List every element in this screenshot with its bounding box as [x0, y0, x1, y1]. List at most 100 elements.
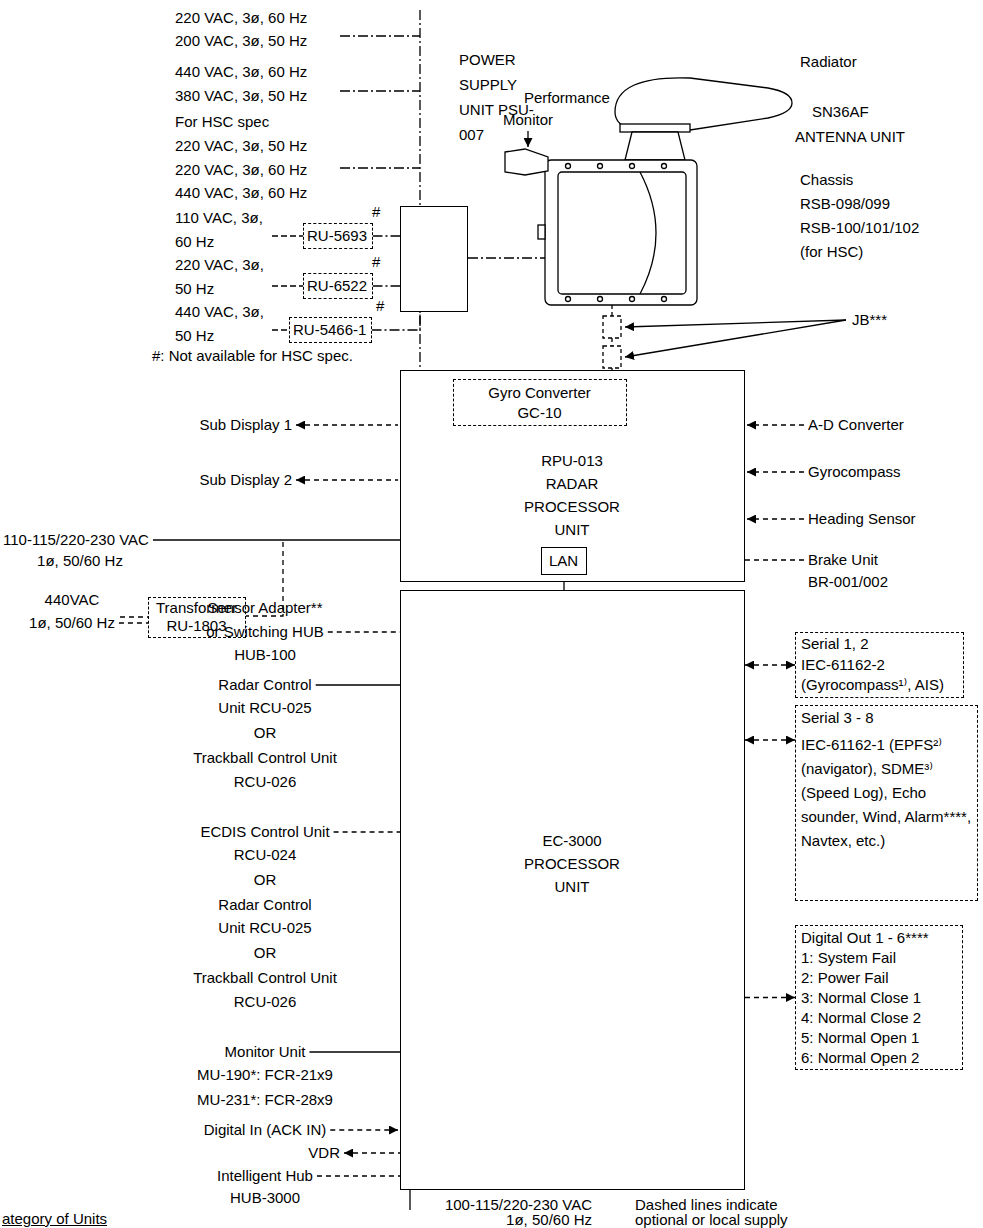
node-text: 4: Normal Close 2 [801, 1009, 921, 1027]
label-text: Heading Sensor [808, 510, 916, 528]
label-text: Sub Display 2 [199, 471, 292, 489]
chassis-housing [545, 160, 697, 305]
signal-line [296, 479, 398, 480]
mains-line [409, 1190, 410, 1210]
antenna-power-line [468, 257, 545, 258]
label-text: OR [254, 724, 277, 742]
signal-line [747, 471, 804, 472]
bolt [598, 164, 603, 169]
node-text: 5: Normal Open 1 [801, 1029, 919, 1047]
node-title: Digital Out 1 - 6**** [801, 929, 929, 947]
bolt [662, 297, 667, 302]
label-text: Gyrocompass [808, 463, 901, 481]
label-text: Chassis [800, 171, 853, 189]
label-text: # [372, 203, 380, 221]
label-text: 200 VAC, 3ø, 50 Hz [175, 32, 307, 50]
label-text: Monitor [503, 111, 553, 129]
label-text: 220 VAC, 3ø, 50 Hz [175, 137, 307, 155]
connector [745, 739, 795, 740]
label-text: Brake Unit [808, 551, 878, 569]
interface-box: Serial 3 - 8IEC-61162-1 (EPFS²⁾(navigato… [795, 705, 978, 901]
label-text: 220 VAC, 3ø, 60 Hz [175, 9, 307, 27]
label-text: 220 VAC, 3ø, 60 Hz [175, 161, 307, 179]
label-text: 440VAC [45, 591, 100, 609]
bolt [630, 297, 635, 302]
leader-arrow [625, 320, 846, 357]
node-title: RPU-013 RADAR PROCESSOR UNIT [522, 449, 622, 541]
antenna-cable [611, 305, 612, 316]
processor-box: RPU-013 RADAR PROCESSOR UNIT Gyro Convert… [400, 370, 745, 582]
power-feed-line [272, 235, 305, 236]
label-text: 50 Hz [175, 280, 214, 298]
option-unit-box: RU-5693 [303, 223, 373, 249]
label-text: 60 Hz [175, 233, 214, 251]
node-text: 6: Normal Open 2 [801, 1049, 919, 1067]
label-text: Radar Control [218, 676, 311, 694]
label-text: Trackball Control Unit [193, 749, 337, 767]
label-text: (for HSC) [800, 243, 863, 261]
label-text: 110-115/220-230 VAC [3, 531, 149, 549]
bolt [566, 164, 571, 169]
node-title: RU-5693 [307, 227, 367, 245]
label-text: RSB-098/099 [800, 195, 890, 213]
label-text: 110 VAC, 3ø, [175, 209, 263, 227]
node-title: RU-5466-1 [293, 321, 366, 339]
leader-arrow [527, 131, 528, 147]
option-unit-box: RU-5466-1 [289, 317, 372, 343]
chassis-window [640, 172, 656, 294]
label-text: 440 VAC, 3ø, 60 Hz [175, 63, 307, 81]
label-text: 380 VAC, 3ø, 50 Hz [175, 87, 307, 105]
connector [373, 285, 401, 286]
signal-line [330, 1129, 398, 1130]
node-title: RU-6522 [307, 277, 367, 295]
power-feed-line [340, 35, 420, 36]
power-feed-line [272, 285, 305, 286]
signal-line [747, 518, 804, 519]
signal-line [334, 831, 400, 832]
signal-line [344, 1152, 400, 1153]
node-text: 2: Power Fail [801, 969, 889, 987]
label-text: RCU-026 [234, 993, 297, 1011]
label-text: Unit RCU-025 [218, 699, 311, 717]
label-text: MU-190*: FCR-21x9 [197, 1066, 333, 1084]
signal-line [745, 559, 804, 560]
signal-line [296, 424, 398, 425]
processor-box: EC-3000 PROCESSOR UNIT [400, 590, 745, 1190]
label-text: JB*** [852, 311, 887, 329]
label-text: MU-231*: FCR-28x9 [197, 1091, 333, 1109]
bolt [598, 297, 603, 302]
connector [745, 997, 795, 998]
performance-monitor [505, 149, 548, 175]
label-text: Monitor Unit [225, 1043, 306, 1061]
label-text: Radar Control [218, 896, 311, 914]
label-text: HUB-100 [234, 646, 296, 664]
bolt [662, 164, 667, 169]
signal-line [119, 622, 150, 623]
signal-line [309, 1051, 400, 1052]
label-text: Trackball Control Unit [193, 969, 337, 987]
label-text: Sensor Adapter** [207, 599, 322, 617]
label-text: For HSC spec [175, 113, 269, 131]
node-text: 1: System Fail [801, 949, 896, 967]
label-text: OR [254, 944, 277, 962]
antenna-pedestal [625, 132, 685, 160]
connector [372, 312, 421, 330]
junction-box [603, 316, 621, 338]
bolt [630, 164, 635, 169]
label-text: 1ø, 50/60 Hz [506, 1211, 592, 1228]
optional-power-line [120, 616, 150, 617]
converter-box: Gyro Converter GC-10 [453, 379, 627, 426]
label-text: 1ø, 50/60 Hz [37, 552, 123, 570]
label-text: optional or local supply [635, 1211, 788, 1228]
label-text: Performance [524, 89, 610, 107]
interface-box: Digital Out 1 - 6**** 1: System Fail 2: Po… [795, 925, 963, 1070]
junction-box [603, 346, 621, 368]
label-text: ANTENNA UNIT [795, 128, 905, 146]
signal-line [747, 424, 804, 425]
connector [373, 235, 401, 236]
power-feed-line [340, 167, 420, 168]
label-text: #: Not available for HSC spec. [152, 347, 353, 365]
node-title: EC-3000 PROCESSOR UNIT [522, 829, 622, 898]
option-unit-box: RU-6522 [303, 273, 373, 299]
